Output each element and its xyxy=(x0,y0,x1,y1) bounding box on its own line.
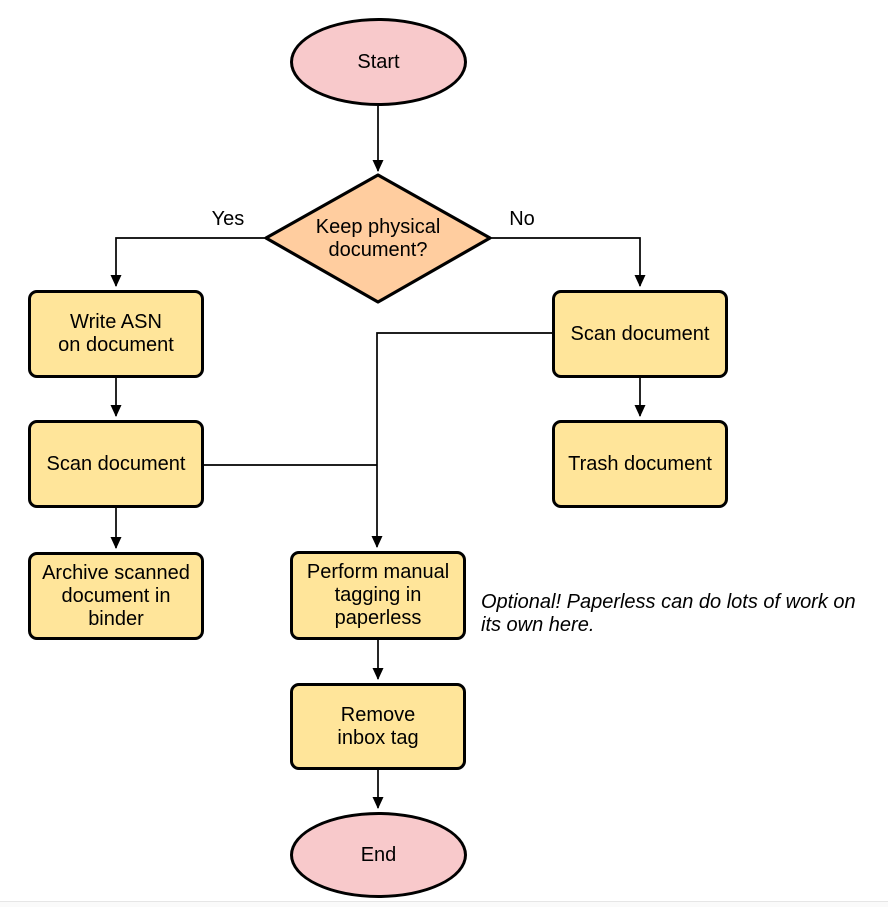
node-scan-document-right: Scan document xyxy=(552,290,728,378)
node-start-label: Start xyxy=(357,50,400,73)
node-end: End xyxy=(290,812,467,898)
edge-label-yes: Yes xyxy=(198,209,258,229)
node-remove-inbox-tag: Remove inbox tag xyxy=(290,683,466,770)
node-scan-document-left-label: Scan document xyxy=(46,452,186,475)
node-manual-tagging-label: Perform manual tagging in paperless xyxy=(306,561,450,629)
node-write-asn-label: Write ASN on document xyxy=(58,311,174,356)
node-remove-inbox-tag-label: Remove inbox tag xyxy=(337,703,419,749)
node-end-label: End xyxy=(360,843,397,866)
node-archive-binder-label: Archive scanned document in binder xyxy=(42,561,190,630)
bottom-margin-area xyxy=(0,902,888,907)
node-archive-binder: Archive scanned document in binder xyxy=(28,552,204,640)
edge-decision-yes-to-write-asn xyxy=(110,237,267,287)
bottom-divider xyxy=(0,901,888,902)
node-decision: Keep physical document? xyxy=(266,176,490,302)
node-decision-label: Keep physical document? xyxy=(315,216,441,261)
decision-diamond-shape xyxy=(264,173,492,304)
edge-scan-right-to-tagging xyxy=(371,332,552,548)
node-scan-document-right-label: Scan document xyxy=(570,322,710,345)
node-trash-document-label: Trash document xyxy=(568,452,712,475)
note-optional-paperless: Optional! Paperless can do lots of work … xyxy=(481,591,856,636)
node-start: Start xyxy=(290,18,467,106)
node-manual-tagging: Perform manual tagging in paperless xyxy=(290,551,466,640)
edge-label-no: No xyxy=(492,209,552,229)
node-trash-document: Trash document xyxy=(552,420,728,508)
edge-decision-no-to-scan-right xyxy=(489,237,646,287)
node-write-asn: Write ASN on document xyxy=(28,290,204,378)
node-scan-document-left: Scan document xyxy=(28,420,204,508)
